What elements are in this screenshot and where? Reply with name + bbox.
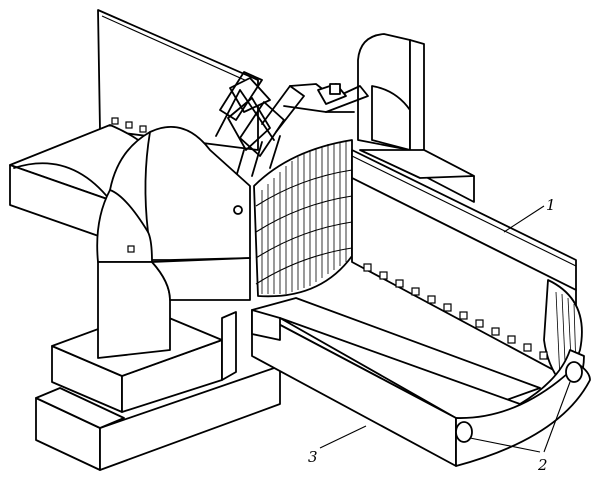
crane-truss xyxy=(215,71,369,185)
segment-gate xyxy=(253,139,353,298)
callout-3-label: 3 xyxy=(308,448,318,466)
back-right-tower xyxy=(357,33,475,203)
callout-leaders xyxy=(319,205,571,453)
callout-1-label: 1 xyxy=(546,196,556,214)
left-abutment xyxy=(96,125,251,359)
base-slab xyxy=(35,365,281,471)
callout-2-label: 2 xyxy=(537,456,548,474)
back-wall-left xyxy=(97,9,259,151)
right-chamber-wall xyxy=(351,149,583,389)
right-base-block xyxy=(251,297,591,467)
